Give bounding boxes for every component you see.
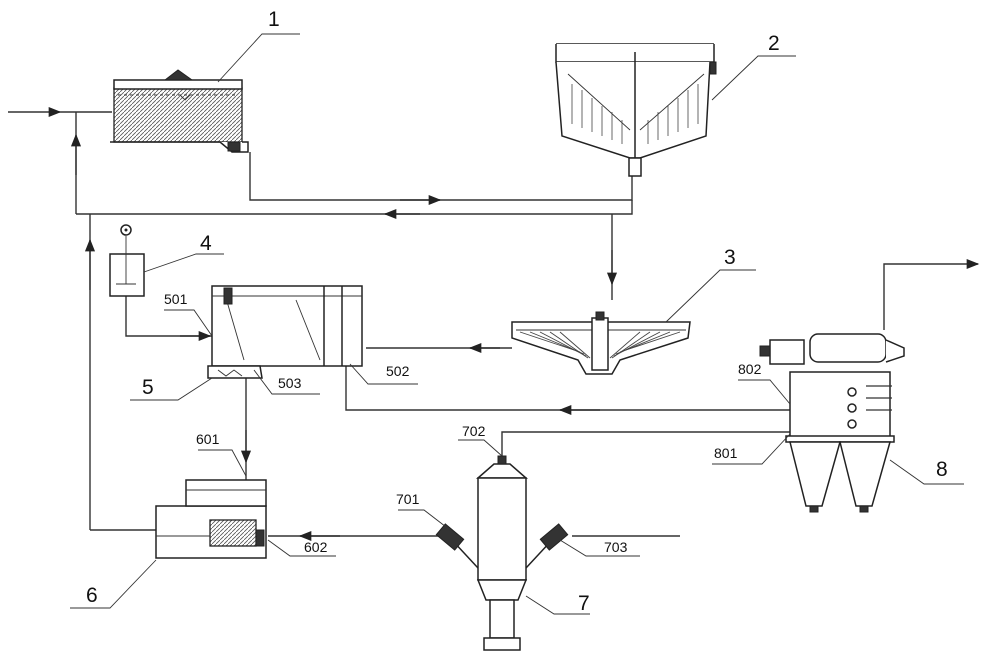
label-701: 701 xyxy=(396,491,420,507)
unit-7-incinerator xyxy=(435,455,569,651)
label-unit-7: 7 xyxy=(578,592,590,615)
label-unit-8: 8 xyxy=(936,458,948,481)
pipe-7-to-8 xyxy=(501,431,790,458)
label-602: 602 xyxy=(304,539,328,555)
unit-4-dosing-tank xyxy=(109,224,145,297)
label-502: 502 xyxy=(386,363,410,379)
unit-5-reaction-tank xyxy=(207,285,363,379)
label-unit-4: 4 xyxy=(200,232,212,255)
unit-1-grit-tank xyxy=(110,69,249,153)
leader-lines xyxy=(70,33,964,615)
label-unit-1: 1 xyxy=(268,8,280,31)
unit-8-dust-collector xyxy=(759,333,905,513)
label-801: 801 xyxy=(714,445,738,461)
label-501: 501 xyxy=(164,291,188,307)
label-703: 703 xyxy=(604,539,628,555)
pipe-8-to-5 xyxy=(345,366,790,411)
pipe-1-to-2 xyxy=(249,152,633,201)
label-unit-5: 5 xyxy=(142,376,154,399)
label-unit-6: 6 xyxy=(86,584,98,607)
exhaust-pipe xyxy=(883,258,980,330)
unit-3-clarifier xyxy=(511,311,691,375)
label-unit-3: 3 xyxy=(724,246,736,269)
pipe-2-return xyxy=(76,200,633,215)
pipe-network xyxy=(8,106,980,542)
label-702: 702 xyxy=(462,423,486,439)
label-503: 503 xyxy=(278,375,302,391)
unit-6-filter-press xyxy=(155,479,267,559)
label-802: 802 xyxy=(738,361,762,377)
unit-2-sedimentation-tank xyxy=(555,43,717,177)
label-unit-2: 2 xyxy=(768,32,780,55)
label-601: 601 xyxy=(196,431,220,447)
